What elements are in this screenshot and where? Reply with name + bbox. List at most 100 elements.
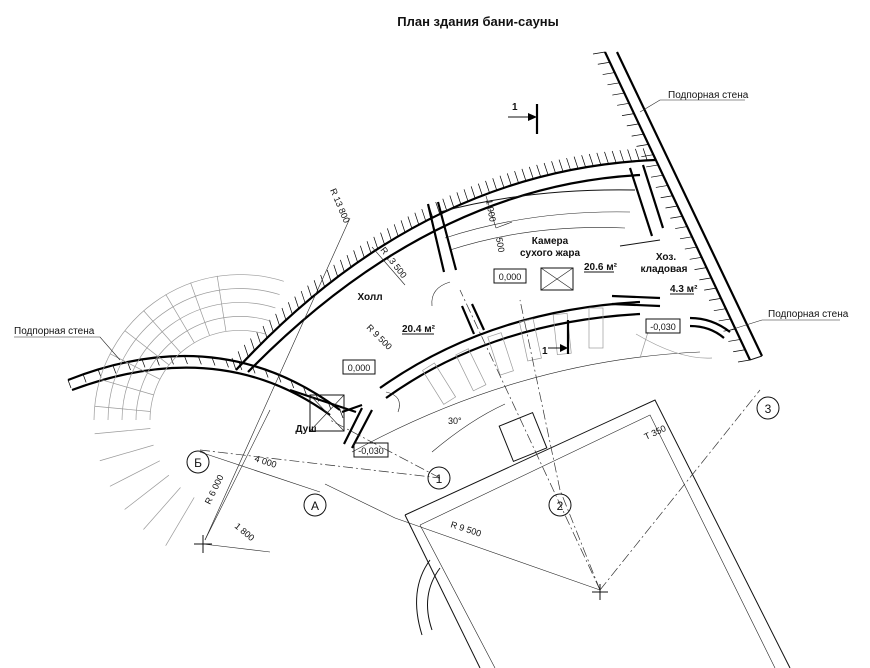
dim-r-9500-hall: R 9 500 bbox=[365, 322, 394, 351]
shower-area bbox=[309, 394, 345, 432]
axis-label-1: 1 bbox=[436, 472, 443, 486]
dim-1800: 1 800 bbox=[233, 521, 257, 543]
soil-tick bbox=[619, 150, 625, 163]
soil-tick bbox=[243, 344, 249, 357]
soil-tick bbox=[477, 183, 483, 196]
level-box-storage: -0,030 bbox=[645, 318, 681, 334]
lounge-chair bbox=[588, 307, 604, 349]
soil-tick bbox=[320, 274, 325, 288]
axis-label-3: 3 bbox=[765, 402, 772, 416]
dim-r-6000: R 6 000 bbox=[203, 473, 226, 506]
soil-tick bbox=[237, 351, 243, 364]
room-shower: Душ bbox=[295, 424, 316, 435]
inner-arc-wall bbox=[379, 300, 641, 399]
wall-hatch bbox=[155, 357, 160, 366]
retaining-wall-label-left: Подпорная стена bbox=[14, 326, 95, 337]
soil-tick bbox=[646, 164, 659, 168]
soil-tick bbox=[660, 195, 673, 199]
wall-hatch bbox=[184, 355, 188, 365]
level-hall: 0,000 bbox=[348, 363, 371, 373]
ghost-stair-step bbox=[143, 310, 181, 353]
area-hall: 20.4 м² bbox=[402, 324, 436, 335]
soil-tick bbox=[393, 224, 399, 237]
soil-tick bbox=[326, 269, 332, 282]
soil-tick bbox=[268, 319, 274, 333]
wall-hatch bbox=[82, 374, 87, 383]
axis-bubble-2: 2 bbox=[548, 493, 572, 517]
soil-tick bbox=[353, 250, 358, 263]
ghost-stair-arc bbox=[107, 288, 280, 421]
soil-tick bbox=[588, 153, 594, 167]
section-label-middle: 1 bbox=[542, 346, 548, 357]
wall-hatch bbox=[141, 359, 146, 368]
soil-tick bbox=[602, 72, 615, 75]
soil-tick bbox=[373, 236, 379, 249]
soil-tick bbox=[340, 259, 345, 273]
soil-tick bbox=[641, 154, 654, 158]
dim-1000: 1 000 bbox=[484, 199, 498, 223]
ghost-stair-step bbox=[99, 378, 154, 396]
soil-tick bbox=[414, 212, 420, 225]
ghost-stair-step bbox=[216, 275, 227, 332]
lounge-chair bbox=[487, 332, 514, 376]
soil-tick bbox=[596, 152, 602, 166]
ghost-stair-arc bbox=[93, 274, 284, 421]
level-box-sauna: 0,000 bbox=[493, 268, 527, 284]
soil-tick bbox=[581, 155, 586, 168]
soil-tick bbox=[679, 236, 693, 240]
level-box-shower: -0,030 bbox=[353, 442, 389, 458]
soil-tick bbox=[621, 113, 635, 116]
soil-tick bbox=[435, 201, 441, 215]
soil-tick bbox=[256, 332, 262, 345]
level-dry-sauna: 0,000 bbox=[499, 272, 522, 282]
wall-hatch bbox=[67, 379, 72, 389]
plan-title: План здания бани-сауны bbox=[397, 14, 559, 29]
section-label-top: 1 bbox=[512, 102, 518, 113]
wall-hatch bbox=[112, 365, 117, 374]
soil-tick bbox=[281, 307, 287, 321]
sauna-stove bbox=[540, 267, 574, 291]
left-retaining-wall bbox=[67, 354, 341, 416]
axis-bubble-3: 3 bbox=[756, 396, 780, 420]
axis-lines bbox=[199, 289, 761, 591]
soil-tick bbox=[421, 208, 427, 222]
retaining-wall-label-top: Подпорная стена bbox=[668, 90, 749, 101]
soil-tick bbox=[718, 318, 731, 322]
soil-tick bbox=[604, 151, 609, 165]
soil-tick bbox=[642, 148, 648, 161]
axis-bubble-b: Б bbox=[186, 450, 210, 474]
dim-angle-30: 30° bbox=[448, 416, 462, 426]
soil-tick bbox=[485, 180, 490, 193]
soil-tick bbox=[528, 166, 534, 179]
ghost-stair-arc bbox=[135, 316, 272, 421]
level-storage: -0,030 bbox=[650, 322, 676, 332]
wall-label-leaders bbox=[14, 99, 840, 361]
soil-tick bbox=[288, 302, 293, 315]
soil-tick bbox=[536, 164, 542, 177]
soil-tick bbox=[607, 82, 620, 86]
veranda-arc bbox=[351, 331, 713, 453]
soil-tick bbox=[627, 149, 632, 162]
room-hall: Холл bbox=[357, 292, 382, 303]
door-swings bbox=[385, 281, 451, 413]
soil-tick bbox=[366, 241, 372, 254]
wall-hatch bbox=[339, 409, 344, 419]
soil-tick bbox=[506, 173, 512, 186]
room-storage-line2: кладовая bbox=[641, 264, 688, 275]
area-storage: 4.3 м² bbox=[670, 284, 698, 295]
ghost-stair-arc bbox=[149, 330, 268, 421]
lounge-chair bbox=[552, 312, 572, 355]
soil-tick bbox=[499, 175, 505, 188]
ghost-stair-step bbox=[165, 294, 195, 343]
soil-tick bbox=[400, 220, 406, 233]
dim-500: 500 bbox=[494, 237, 506, 254]
axis-label-a: А bbox=[311, 499, 319, 513]
dim-r-9500-bottom: R 9 500 bbox=[449, 519, 482, 538]
soil-tick bbox=[449, 195, 455, 208]
soil-tick bbox=[456, 192, 462, 205]
soil-tick bbox=[723, 328, 736, 332]
soil-tick bbox=[333, 264, 339, 277]
lounge-chair bbox=[422, 362, 457, 405]
soil-tick bbox=[684, 246, 697, 250]
